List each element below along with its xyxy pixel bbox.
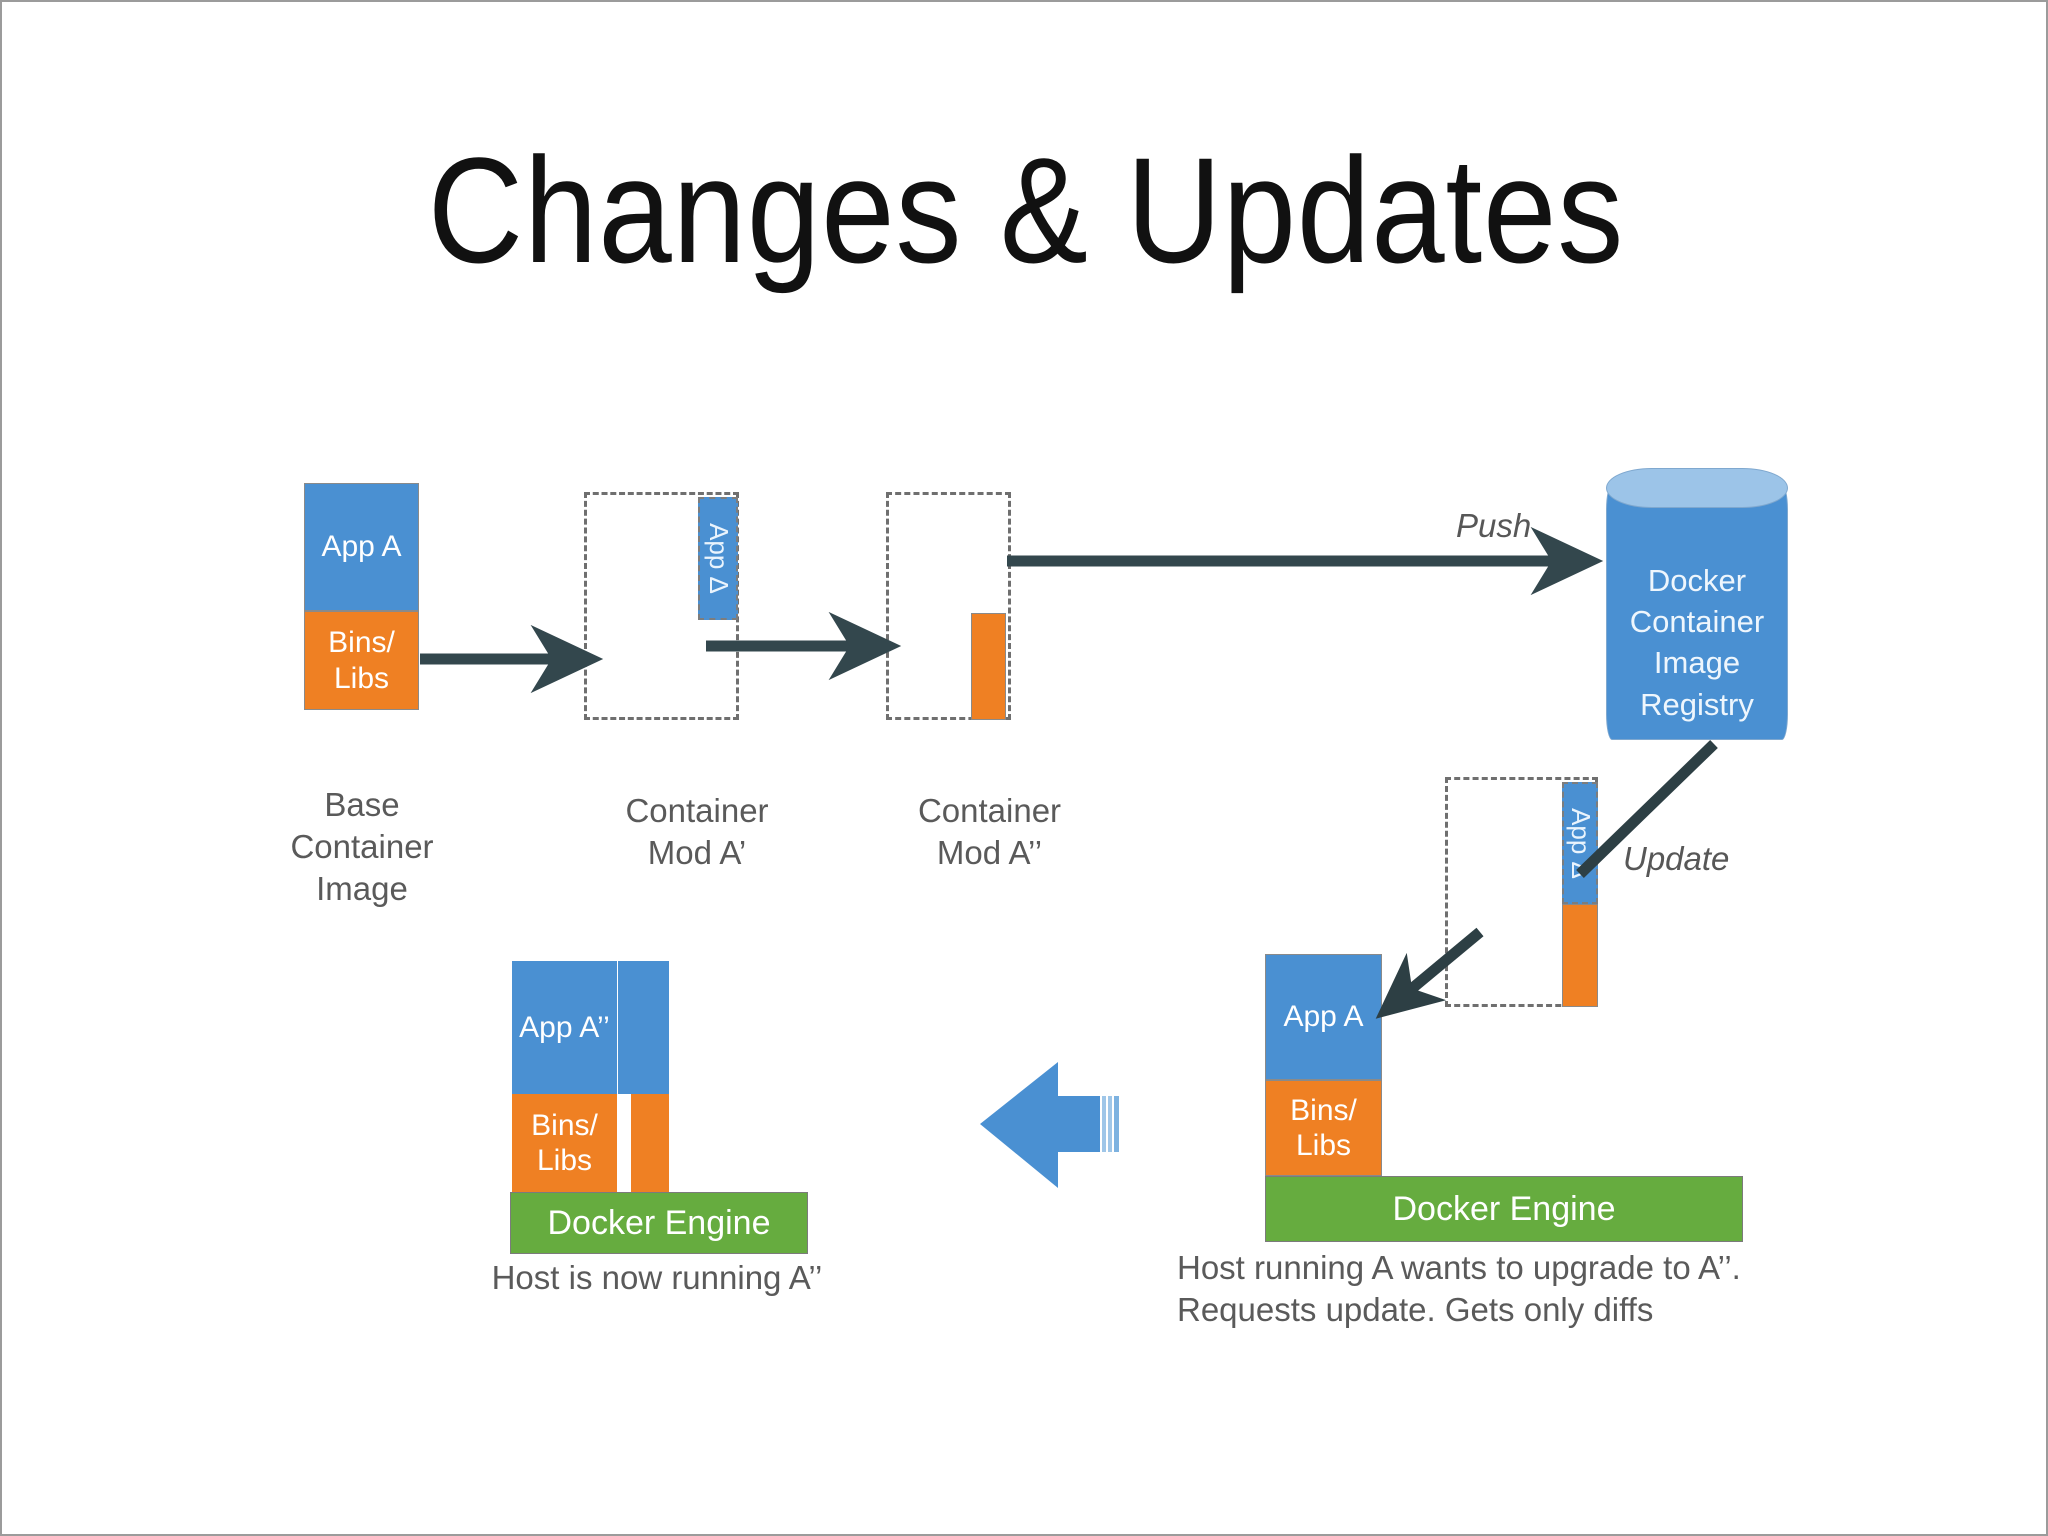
host-before-engine-label: Docker Engine	[1392, 1189, 1616, 1228]
stage1-bins-label: Bins/ Libs	[328, 626, 395, 695]
stage3-dashed-container	[886, 492, 1011, 720]
cylinder-top-ellipse	[1606, 468, 1788, 508]
host-after-bins-block: Bins/ Libs	[512, 1094, 617, 1192]
host-after-bins-delta-sliver	[631, 1094, 669, 1192]
stage1-app-block: App A	[304, 483, 419, 611]
host-after-engine-bar: Docker Engine	[510, 1192, 808, 1254]
stage2-delta-strip: App Δ	[698, 497, 738, 620]
stage2-delta-label: App Δ	[703, 523, 734, 594]
arrow-left-block-tail-b	[1108, 1096, 1112, 1152]
push-label: Push	[1456, 507, 1532, 544]
stage1-caption: Base Container Image	[290, 786, 434, 908]
host-after-app-label: App A’’	[519, 1010, 610, 1044]
stage1-bins-block: Bins/ Libs	[304, 611, 419, 710]
stage2-caption: Container Mod A’	[625, 792, 769, 872]
host-after-bins-label: Bins/ Libs	[531, 1108, 598, 1177]
update-patch-delta-strip: App Δ	[1562, 782, 1598, 904]
host-before-engine-bar: Docker Engine	[1265, 1176, 1743, 1242]
host-before-app-label: App A	[1283, 1000, 1364, 1034]
arrow-left-block-icon	[980, 1062, 1100, 1188]
host-before-caption: Host running A wants to upgrade to A’’. …	[1177, 1249, 1741, 1329]
docker-registry-cylinder: Docker Container Image Registry	[1606, 468, 1788, 740]
update-patch-delta-label: App Δ	[1565, 807, 1596, 879]
host-after-caption: Host is now running A’’	[491, 1259, 823, 1296]
host-before-bins-block: Bins/ Libs	[1265, 1080, 1382, 1176]
host-before-app-block: App A	[1265, 954, 1382, 1080]
update-label: Update	[1623, 840, 1730, 877]
registry-label: Docker Container Image Registry	[1629, 563, 1765, 722]
cylinder-body	[1606, 484, 1788, 740]
arrow-left-block-tail-a	[1102, 1096, 1106, 1152]
stage1-app-label: App A	[321, 530, 402, 564]
host-after-app-delta-sliver	[618, 961, 669, 1094]
host-before-bins-label: Bins/ Libs	[1290, 1093, 1357, 1162]
stage3-delta-block	[971, 613, 1006, 720]
host-after-app-block: App A’’	[512, 961, 617, 1094]
arrow-left-block-tail-c	[1114, 1096, 1119, 1152]
host-after-engine-label: Docker Engine	[547, 1203, 771, 1242]
update-patch-bins-strip	[1562, 904, 1598, 1007]
page-title: Changes & Updates	[427, 126, 1625, 294]
stage3-caption: Container Mod A’’	[917, 792, 1062, 872]
